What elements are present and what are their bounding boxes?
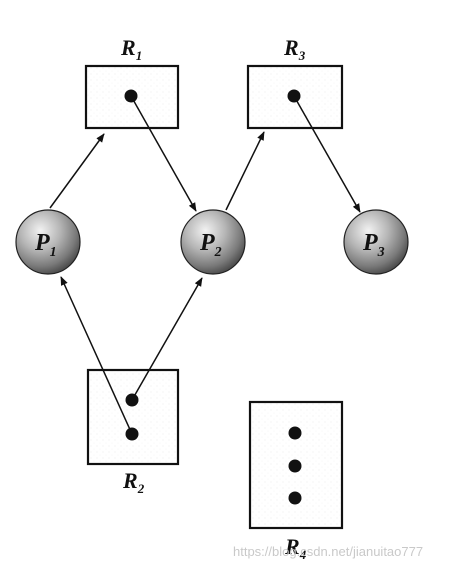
edge-r2-assigned-p1 — [60, 276, 133, 435]
resource-label-r2: R2 — [122, 468, 145, 496]
resource-box-r2 — [86, 368, 180, 466]
process-label-p2: P2 — [199, 230, 222, 260]
edge-r3-assigned-p3 — [293, 95, 361, 213]
r4-instance-dot-1 — [288, 426, 302, 440]
process-node-p3 — [343, 209, 409, 275]
edge-r1-assigned-p2 — [130, 95, 197, 212]
edge-p1-request-r1 — [49, 133, 105, 209]
edge-r2-assigned-p2 — [131, 277, 203, 401]
process-label-p1: P1 — [34, 230, 57, 260]
process-node-p2 — [180, 209, 246, 275]
resource-label-r1: R1 — [120, 35, 142, 63]
resource-label-r3: R3 — [283, 35, 306, 63]
resource-label-r4: R4 — [284, 534, 307, 562]
r4-instance-dot-3 — [288, 491, 302, 505]
watermark-text: https://blog.csdn.net/jianuitao777 — [233, 544, 423, 559]
process-node-p1 — [15, 209, 81, 275]
r4-instance-dot-2 — [288, 459, 302, 473]
process-label-p3: P3 — [362, 230, 385, 260]
edge-p2-request-r3 — [225, 131, 265, 211]
